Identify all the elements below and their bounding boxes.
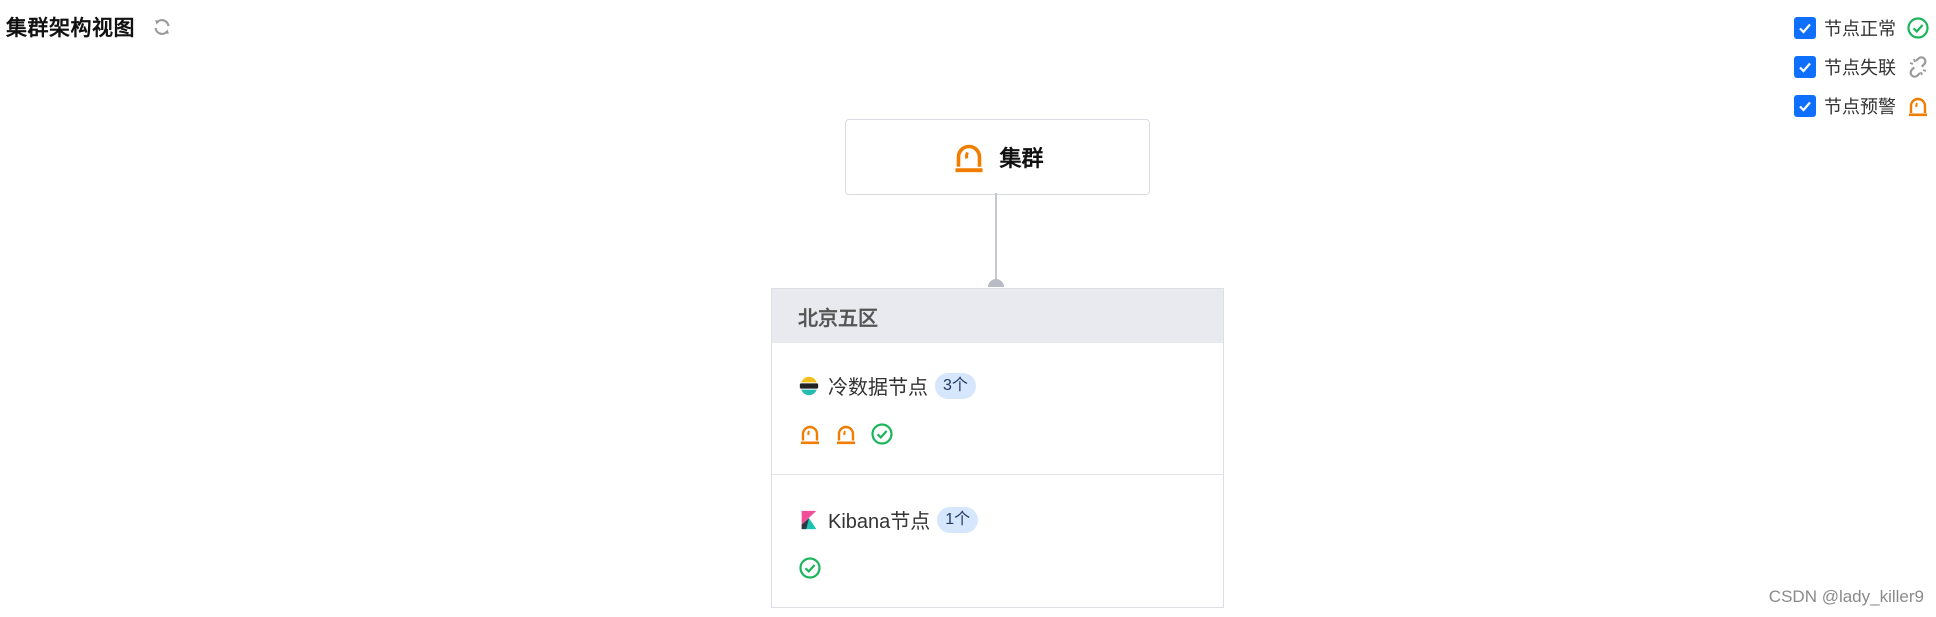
- check-circle-icon[interactable]: [870, 422, 894, 446]
- page-title: 集群架构视图: [6, 17, 135, 40]
- node-group-cold-data[interactable]: 冷数据节点 3个: [772, 343, 1223, 475]
- legend-label-normal: 节点正常: [1824, 19, 1896, 39]
- kibana-icon: [801, 510, 817, 529]
- cluster-node[interactable]: 集群: [845, 119, 1150, 195]
- legend-label-lost: 节点失联: [1824, 58, 1896, 78]
- group-label: 冷数据节点: [828, 377, 928, 399]
- alarm-icon[interactable]: [798, 422, 822, 446]
- checkmark-icon: [1799, 23, 1811, 34]
- normal-checkbox[interactable]: [1794, 17, 1816, 39]
- group-header: 冷数据节点 3个: [798, 343, 1197, 400]
- page-header: 集群架构视图: [6, 12, 173, 42]
- checkmark-icon: [1799, 101, 1811, 112]
- legend-item-lost[interactable]: 节点失联: [1794, 53, 1930, 81]
- alarm-icon: [1909, 97, 1927, 117]
- alarm-icon: [955, 144, 983, 173]
- refresh-icon[interactable]: [151, 16, 173, 38]
- connector-line: [995, 193, 997, 282]
- checkmark-icon: [1799, 62, 1811, 73]
- legend-item-normal[interactable]: 节点正常: [1794, 14, 1930, 42]
- legend-label-warning: 节点预警: [1824, 97, 1896, 117]
- zone-title: 北京五区: [798, 307, 878, 330]
- warning-checkbox[interactable]: [1794, 95, 1816, 117]
- cluster-label: 集群: [999, 146, 1044, 171]
- node-group-kibana[interactable]: Kibana节点 1个: [772, 475, 1223, 580]
- lost-checkbox[interactable]: [1794, 56, 1816, 78]
- count-badge: 1个: [937, 506, 979, 533]
- status-row: [798, 556, 1197, 580]
- check-circle-icon: [1907, 17, 1929, 39]
- status-legend: 节点正常 节点失联 节点预警: [1794, 14, 1930, 131]
- broken-link-icon: [1909, 56, 1927, 78]
- count-badge: 3个: [935, 372, 976, 399]
- watermark: CSDN @lady_killer9: [1768, 587, 1924, 606]
- group-header: Kibana节点 1个: [798, 475, 1197, 534]
- check-circle-icon[interactable]: [798, 556, 822, 580]
- connector-dot: [988, 279, 1004, 287]
- legend-item-warning[interactable]: 节点预警: [1794, 92, 1930, 120]
- status-row: [798, 422, 1197, 446]
- alarm-icon[interactable]: [834, 422, 858, 446]
- zone-card: 北京五区 冷数据节点 3个: [771, 288, 1224, 608]
- zone-header: 北京五区: [772, 289, 1223, 343]
- group-label: Kibana节点: [828, 511, 931, 533]
- elasticsearch-icon: [799, 376, 819, 395]
